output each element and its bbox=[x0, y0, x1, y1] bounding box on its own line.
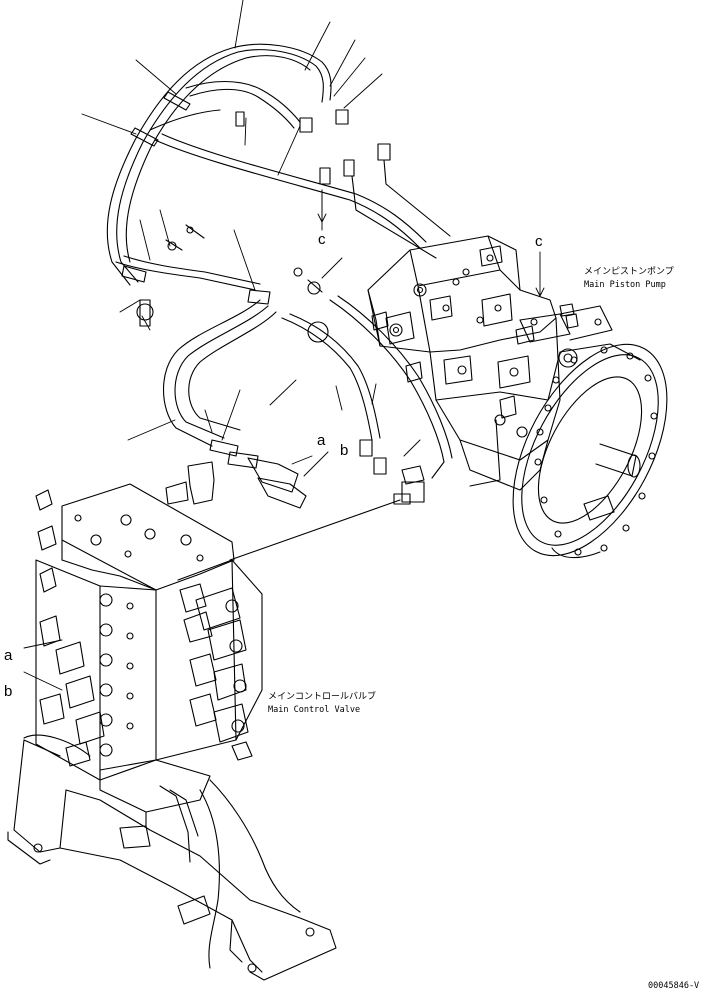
small-fittings bbox=[401, 303, 575, 485]
callout-b-left: b bbox=[4, 683, 13, 700]
pump-label-jp: メインピストンポンプ bbox=[584, 267, 674, 277]
callout-c-pump: c bbox=[535, 233, 543, 250]
callout-a-left: a bbox=[4, 647, 13, 664]
drawing-number: 00045846-V bbox=[648, 981, 700, 991]
valve-label-jp: メインコントロールバルブ bbox=[268, 692, 377, 702]
valve-bracket bbox=[7, 734, 337, 981]
callout-c-upper: c bbox=[318, 231, 326, 248]
main-control-valve bbox=[35, 483, 263, 849]
callout-a-mid: a bbox=[317, 432, 326, 449]
pump-label-en: Main Piston Pump bbox=[584, 280, 666, 290]
valve-label-en: Main Control Valve bbox=[268, 705, 361, 715]
pump-hoses bbox=[154, 133, 501, 561]
hose-bundle bbox=[106, 43, 391, 343]
callout-b-mid: b bbox=[340, 442, 349, 459]
main-piston-pump bbox=[367, 235, 668, 559]
